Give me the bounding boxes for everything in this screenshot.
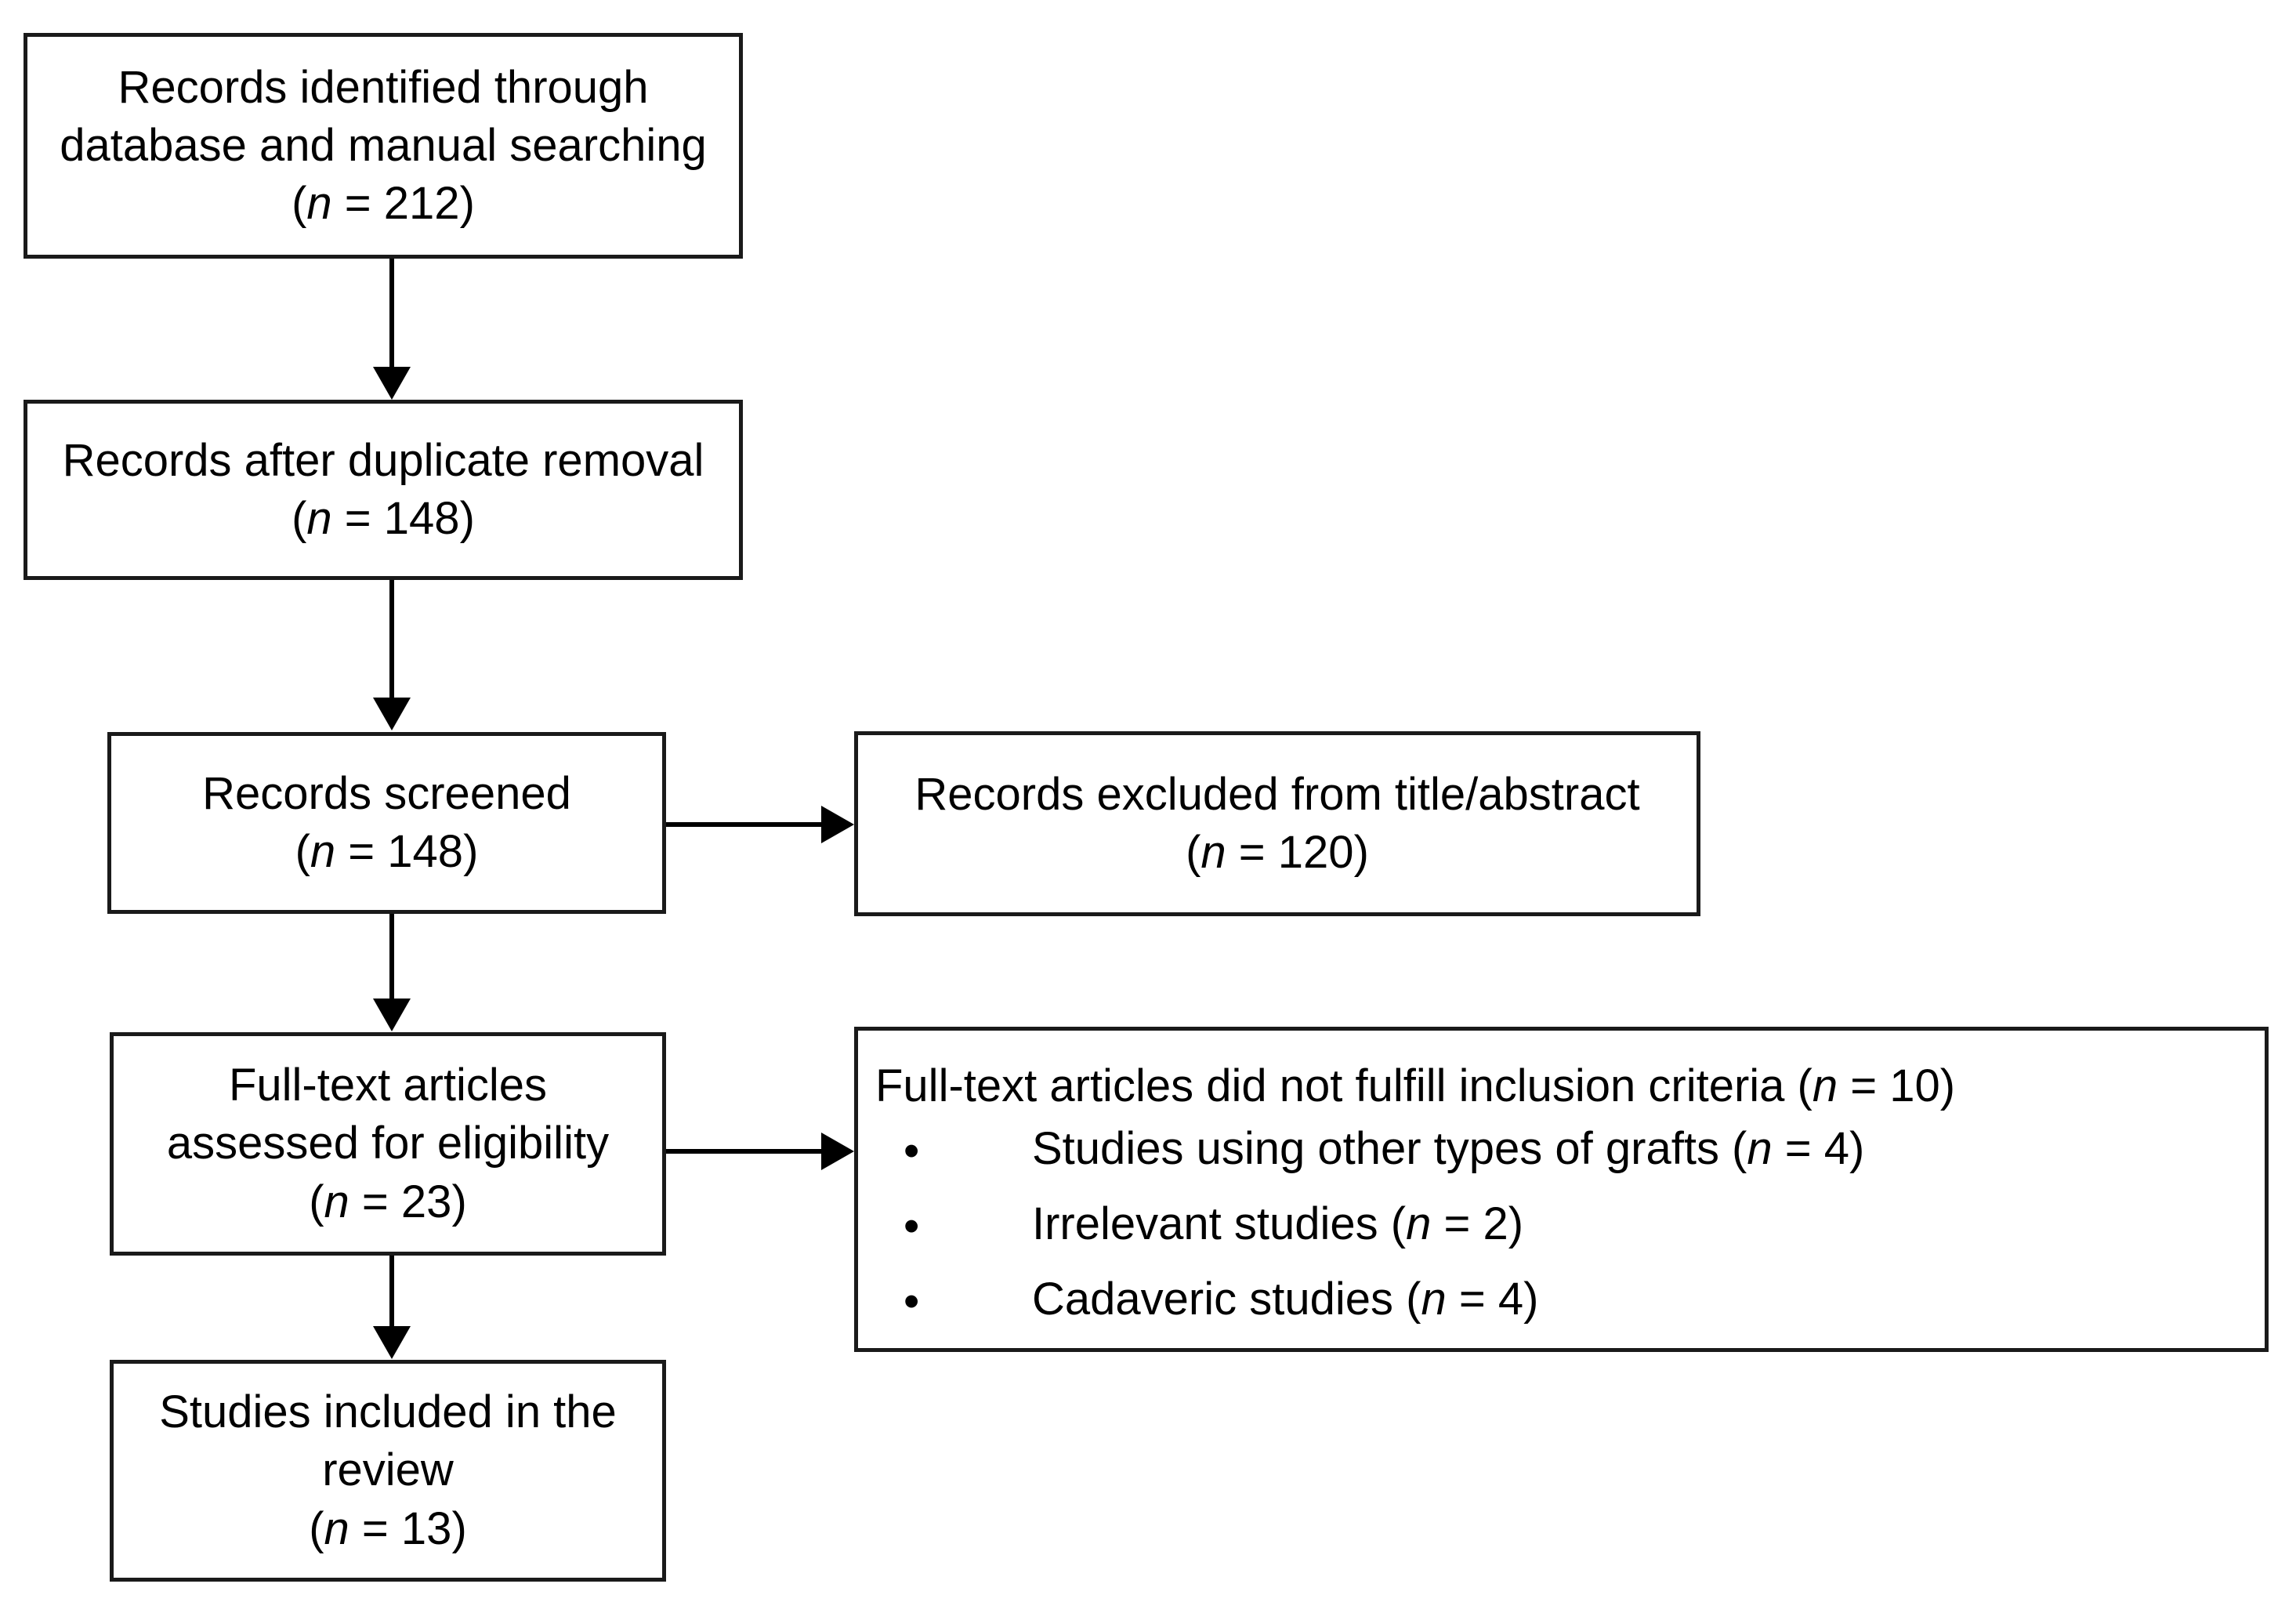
paren-close: ) xyxy=(463,826,479,877)
count-value: 2 xyxy=(1483,1198,1508,1250)
equals: = xyxy=(335,826,388,877)
paren-open: ( xyxy=(295,826,310,877)
arrowhead-screened-to-excluded xyxy=(821,806,854,843)
node-fulltext-excluded: Full-text articles did not fulfill inclu… xyxy=(854,1027,2269,1352)
n-symbol: n xyxy=(1406,1198,1432,1250)
count-value: 212 xyxy=(383,178,460,230)
count-value: 23 xyxy=(400,1176,452,1227)
n-symbol: n xyxy=(1812,1060,1838,1111)
node-records-after-duplicate-removal-line1: Records after duplicate removal xyxy=(62,434,704,486)
count-value: 120 xyxy=(1277,827,1354,878)
exclusion-reason-item: • Irrelevant studies (n = 2) xyxy=(875,1201,2251,1252)
paren-open: ( xyxy=(292,178,307,230)
equals: = xyxy=(1431,1198,1483,1250)
arrowhead-fulltext-to-included xyxy=(373,1326,411,1359)
node-records-screened: Records screened (n = 148) xyxy=(107,732,666,914)
n-symbol: n xyxy=(310,826,336,877)
connector-fulltext-to-included xyxy=(389,1256,394,1328)
arrowhead-dedup-to-screened xyxy=(373,698,411,730)
reason-text: Irrelevant studies ( xyxy=(1032,1198,1407,1250)
equals: = xyxy=(1772,1123,1824,1175)
equals: = xyxy=(1446,1274,1498,1325)
count-value: 10 xyxy=(1889,1060,1940,1111)
n-symbol: n xyxy=(1747,1123,1773,1175)
reason-text: Studies using other types of grafts ( xyxy=(1032,1123,1747,1175)
paren-close: ) xyxy=(459,493,475,544)
n-symbol: n xyxy=(324,1502,349,1554)
node-fulltext-assessed-line2: assessed for eligibility xyxy=(166,1118,610,1169)
paren-close: ) xyxy=(1508,1198,1524,1250)
node-records-excluded-title-abstract-line1: Records excluded from title/abstract xyxy=(914,768,1640,820)
exclusion-reason-item: • Cadaveric studies (n = 4) xyxy=(875,1274,2251,1328)
connector-fulltext-to-excluded xyxy=(666,1149,827,1154)
paren-close: ) xyxy=(451,1176,467,1227)
arrowhead-fulltext-to-excluded xyxy=(821,1133,854,1170)
n-symbol: n xyxy=(1421,1274,1447,1325)
paren-close: ) xyxy=(1353,827,1369,878)
bullet-icon: • xyxy=(904,1276,920,1328)
node-records-screened-count: (n = 148) xyxy=(122,823,651,881)
node-records-after-duplicate-removal: Records after duplicate removal (n = 148… xyxy=(24,400,743,580)
node-records-identified-line2: database and manual searching xyxy=(60,119,707,171)
n-symbol: n xyxy=(1201,827,1226,878)
node-fulltext-excluded-content: Full-text articles did not fulfill inclu… xyxy=(858,1031,2265,1352)
connector-screened-to-excluded xyxy=(666,822,827,827)
node-records-after-duplicate-removal-content: Records after duplicate removal (n = 148… xyxy=(27,432,739,548)
node-records-identified: Records identified through database and … xyxy=(24,33,743,259)
node-fulltext-assessed: Full-text articles assessed for eligibil… xyxy=(110,1032,666,1256)
count-value: 4 xyxy=(1497,1274,1524,1325)
node-fulltext-assessed-line1: Full-text articles xyxy=(228,1060,548,1111)
equals: = xyxy=(349,1502,401,1554)
node-studies-included-line2: review xyxy=(322,1444,454,1496)
paren-open: ( xyxy=(292,493,307,544)
arrowhead-identified-to-dedup xyxy=(373,367,411,400)
node-studies-included-content: Studies included in the review (n = 13) xyxy=(114,1383,662,1558)
node-studies-included-line1: Studies included in the xyxy=(159,1386,617,1438)
node-studies-included: Studies included in the review (n = 13) xyxy=(110,1360,666,1582)
count-value: 4 xyxy=(1823,1123,1850,1175)
count-value: 148 xyxy=(387,826,464,877)
n-symbol: n xyxy=(306,493,332,544)
exclusion-reason-list: •Studies using other types of grafts (n … xyxy=(875,1123,2251,1328)
bullet-icon: • xyxy=(904,1125,920,1177)
connector-identified-to-dedup xyxy=(389,259,394,368)
reason-text: Cadaveric studies ( xyxy=(1032,1274,1421,1325)
arrowhead-screened-to-fulltext xyxy=(373,999,411,1031)
node-records-excluded-title-abstract-count: (n = 120) xyxy=(869,824,1686,882)
node-records-excluded-title-abstract-content: Records excluded from title/abstract (n … xyxy=(858,766,1697,882)
equals: = xyxy=(349,1176,401,1227)
node-records-identified-line1: Records identified through xyxy=(118,61,649,113)
node-records-screened-content: Records screened (n = 148) xyxy=(111,765,662,881)
count-value: 148 xyxy=(383,493,460,544)
node-records-identified-count: (n = 212) xyxy=(38,175,728,233)
n-symbol: n xyxy=(306,178,332,230)
paren-close: ) xyxy=(459,178,475,230)
bullet-icon: • xyxy=(904,1201,920,1252)
equals: = xyxy=(1838,1060,1890,1111)
paren-close: ) xyxy=(1523,1274,1539,1325)
heading-text-before: Full-text articles did not fulfill inclu… xyxy=(875,1060,1813,1111)
node-records-excluded-title-abstract: Records excluded from title/abstract (n … xyxy=(854,731,1700,916)
n-symbol: n xyxy=(324,1176,349,1227)
node-fulltext-assessed-count: (n = 23) xyxy=(125,1173,651,1231)
paren-open: ( xyxy=(309,1502,324,1554)
node-records-screened-line1: Records screened xyxy=(202,767,571,819)
node-fulltext-excluded-heading: Full-text articles did not fulfill inclu… xyxy=(875,1057,2251,1115)
paren-close: ) xyxy=(1939,1060,1956,1111)
equals: = xyxy=(1226,827,1278,878)
node-records-after-duplicate-removal-count: (n = 148) xyxy=(38,490,728,548)
node-studies-included-count: (n = 13) xyxy=(125,1500,651,1558)
paren-open: ( xyxy=(309,1176,324,1227)
paren-close: ) xyxy=(451,1502,467,1554)
equals: = xyxy=(331,493,384,544)
equals: = xyxy=(331,178,384,230)
paren-open: ( xyxy=(1186,827,1201,878)
connector-screened-to-fulltext xyxy=(389,914,394,1000)
connector-dedup-to-screened xyxy=(389,580,394,699)
paren-close: ) xyxy=(1849,1123,1865,1175)
count-value: 13 xyxy=(400,1502,452,1554)
node-fulltext-assessed-content: Full-text articles assessed for eligibil… xyxy=(114,1057,662,1231)
exclusion-reason-item: •Studies using other types of grafts (n … xyxy=(875,1123,2251,1177)
node-records-identified-content: Records identified through database and … xyxy=(27,59,739,234)
